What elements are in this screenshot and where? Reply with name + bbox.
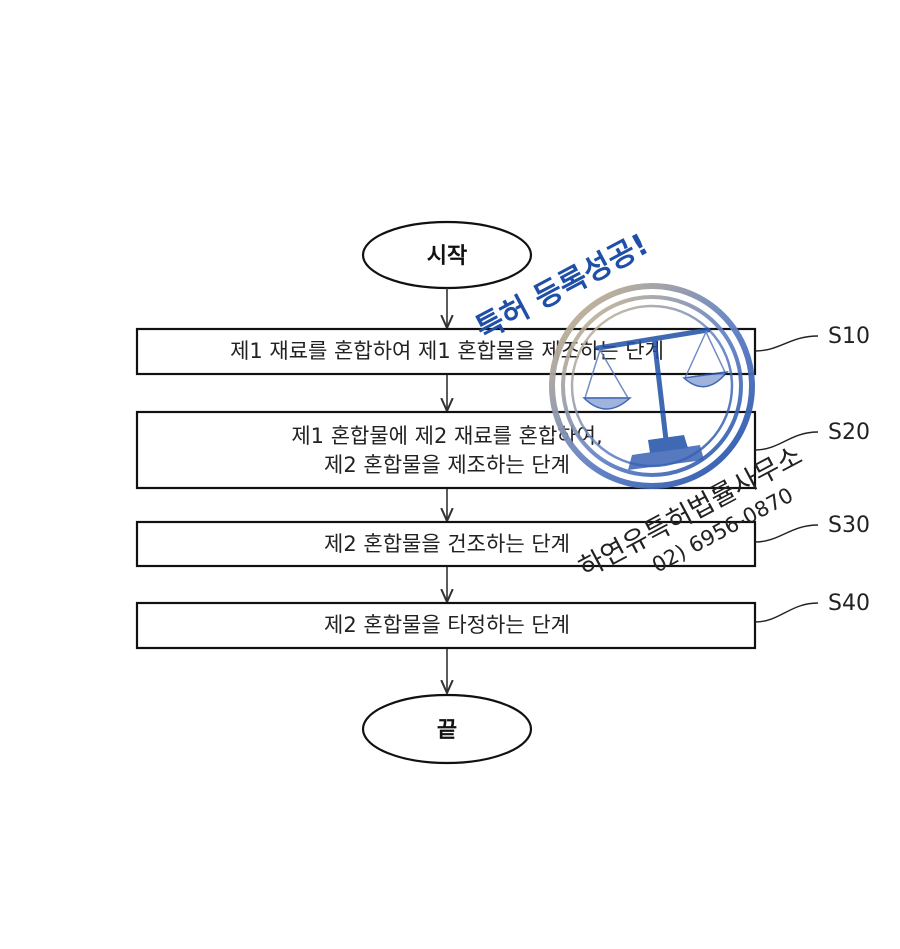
start-terminal: 시작 <box>361 220 533 290</box>
start-label: 시작 <box>427 244 467 269</box>
end-terminal: 끝 <box>361 693 533 765</box>
step-s30-leader <box>754 524 819 543</box>
step-s40-text: 제2 혼합물을 타정하는 단계 <box>324 613 570 637</box>
end-label: 끝 <box>437 718 457 743</box>
step-s40-ref: S40 <box>828 591 870 616</box>
step-s20-ref: S20 <box>828 420 870 445</box>
step-s10-ref: S10 <box>828 324 870 349</box>
step-s20-text-line1: 제1 혼합물에 제2 재료를 혼합하여, <box>291 424 602 448</box>
scales-of-justice-icon <box>582 327 729 470</box>
step-s40: 제2 혼합물을 타정하는 단계 S40 <box>135 591 870 650</box>
step-s10: 제1 재료를 혼합하여 제1 혼합물을 제조하는 단계 S10 <box>135 324 870 376</box>
step-s40-leader <box>754 602 819 623</box>
step-s30-text: 제2 혼합물을 건조하는 단계 <box>324 532 570 556</box>
step-s20-text-line2: 제2 혼합물을 제조하는 단계 <box>324 453 570 477</box>
step-s30: 제2 혼합물을 건조하는 단계 S30 <box>135 513 870 568</box>
step-s20-leader <box>754 431 819 451</box>
step-s30-ref: S30 <box>828 513 870 538</box>
step-s10-leader <box>754 335 819 352</box>
step-s10-text: 제1 재료를 혼합하여 제1 혼합물을 제조하는 단계 <box>230 339 664 363</box>
